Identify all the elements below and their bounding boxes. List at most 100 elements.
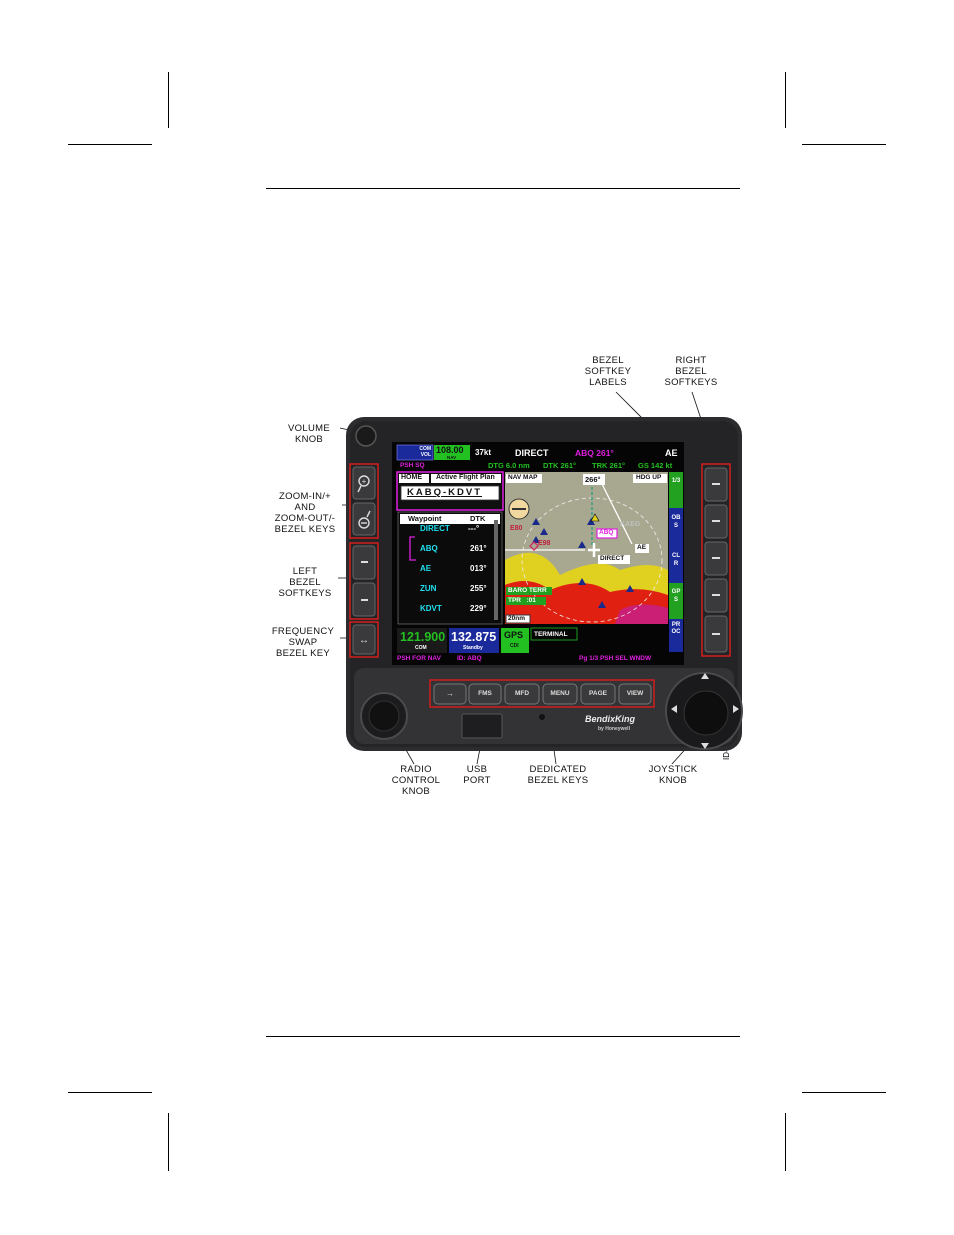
- mfd-key[interactable]: [504, 683, 540, 705]
- map-label-e80: E80: [510, 525, 523, 532]
- softkey-label-clr: CLR: [672, 553, 680, 567]
- svg-text:+: +: [362, 477, 367, 486]
- map-scale: 20nm: [508, 615, 525, 622]
- brand-logo: BendixKing: [585, 714, 636, 724]
- fms-key[interactable]: [468, 683, 502, 705]
- joystick-up-icon: [701, 673, 709, 679]
- mfd-key-label: MFD: [514, 690, 530, 697]
- crop-mark: [785, 1113, 786, 1171]
- volume-knob[interactable]: [355, 425, 377, 447]
- zoom-keys-highlight: [349, 463, 379, 539]
- fms-key-label: FMS: [478, 690, 492, 697]
- gps-cdi-source: GPS: [504, 630, 524, 640]
- wind-readout: 37kt: [475, 448, 492, 457]
- heading-readout: 266°: [585, 475, 601, 484]
- right-softkeys-highlight: [701, 463, 731, 657]
- cdi-label: CDI: [510, 643, 519, 649]
- brand-subtitle: by Honeywell: [598, 726, 630, 732]
- freq-swap-highlight: [349, 621, 379, 658]
- baro-terr-label: BARO TERR: [508, 587, 547, 594]
- direct-to-label: DIRECT: [515, 448, 549, 458]
- dtg-readout: DTG 6.0 nm: [488, 461, 530, 470]
- waypoint-column-header: Waypoint: [408, 514, 442, 523]
- dtk-column-header: DTK: [470, 514, 486, 523]
- aircraft-icon: [588, 543, 600, 557]
- fp-dtk-value: 013°: [470, 564, 487, 573]
- hdg-up-label: HDG UP: [636, 474, 662, 481]
- trk-readout: TRK 261°: [592, 461, 626, 470]
- header-rule: [266, 188, 740, 189]
- softkey-label-proc: PROC: [671, 622, 681, 635]
- nav-map-title: NAV MAP: [508, 474, 538, 481]
- direct-to-key-label: →: [446, 689, 454, 698]
- joystick-left-icon: [671, 705, 677, 713]
- com-active-freq: 121.900: [400, 630, 446, 644]
- id-abq-label: ID: ABQ: [457, 655, 482, 662]
- fp-waypoint-row[interactable]: ABQ: [420, 544, 438, 553]
- dedicated-keys-highlight: [429, 679, 655, 708]
- psh-for-nav-label: PSH FOR NAV: [397, 655, 441, 662]
- view-key-label: VIEW: [626, 690, 644, 697]
- fp-dtk-value: 255°: [470, 584, 487, 593]
- zoom-out-icon: [358, 517, 370, 529]
- usb-port: [461, 713, 503, 739]
- com-vol-label: COM VOL: [419, 446, 431, 458]
- footer-rule: [266, 1036, 740, 1037]
- fp-dtk-value: 261°: [470, 544, 487, 553]
- standby-freq: 132.875: [451, 630, 497, 644]
- crop-mark: [68, 144, 152, 145]
- page-key-label: PAGE: [589, 690, 607, 697]
- nav-label: NAV: [447, 455, 457, 460]
- joystick-right-icon: [733, 705, 739, 713]
- fp-dtk-value: ---°: [468, 524, 480, 533]
- standby-label: Standby: [463, 645, 483, 651]
- joystick-knob[interactable]: [683, 690, 729, 736]
- freq-swap-key[interactable]: [352, 624, 376, 655]
- direct-to-key[interactable]: [433, 683, 467, 705]
- fp-waypoint-row[interactable]: AE: [420, 564, 432, 573]
- crop-mark: [168, 72, 169, 128]
- crop-mark: [802, 144, 886, 145]
- left-softkeys-highlight: [349, 542, 379, 620]
- softkey-label-gps: GPS: [671, 589, 681, 603]
- map-label-abq: ABQ: [599, 529, 614, 536]
- fp-waypoint-row[interactable]: DIRECT: [420, 524, 450, 533]
- nav-freq: 108.00: [436, 445, 464, 455]
- crop-mark: [168, 1113, 169, 1171]
- map-label-kaeg: KAEG: [620, 521, 641, 528]
- tpr-label: TPR :01: [508, 597, 536, 604]
- dtk-readout: DTK 261°: [543, 461, 577, 470]
- crop-mark: [802, 1092, 886, 1093]
- active-leg-bearing: ABQ 261°: [575, 448, 614, 458]
- swap-arrows-icon: ↔: [359, 635, 369, 646]
- next-waypoint: AE: [665, 448, 678, 458]
- menu-key-label: MENU: [550, 690, 570, 697]
- gs-readout: GS 142 kt: [638, 461, 673, 470]
- crop-mark: [785, 72, 786, 128]
- psh-sq-label: PSH SQ: [400, 462, 425, 469]
- softkey-label-obs: OBS: [671, 515, 681, 529]
- menu-key[interactable]: [542, 683, 578, 705]
- active-flight-plan-title: Active Flight Plan: [436, 474, 495, 481]
- home-tab[interactable]: HOME: [401, 474, 422, 481]
- route-label: KABQ-KDVT: [407, 487, 482, 498]
- com-label: COM: [415, 645, 427, 651]
- fp-dtk-value: 229°: [470, 604, 487, 613]
- page-key[interactable]: [580, 683, 616, 705]
- fp-waypoint-row[interactable]: KDVT: [420, 604, 442, 613]
- fp-waypoint-row[interactable]: ZUN: [420, 584, 437, 593]
- softkey-label-1: 1/3: [671, 478, 681, 484]
- crop-mark: [68, 1092, 152, 1093]
- view-key[interactable]: [618, 683, 652, 705]
